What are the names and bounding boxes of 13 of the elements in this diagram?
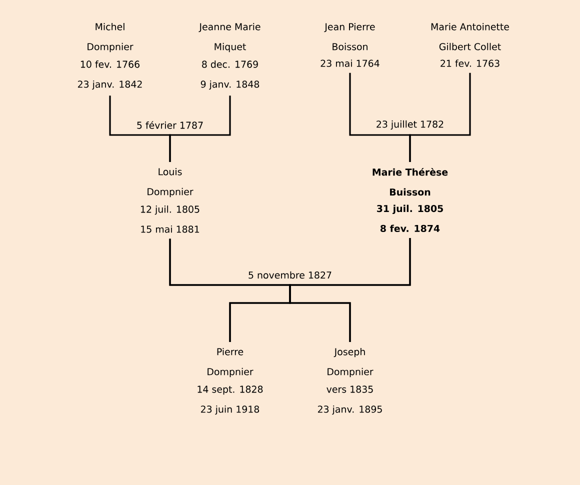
- person-entry: Marie Antoinette Gilbert Collet 21 fev. 1763: [431, 23, 509, 67]
- person-entry: Pierre Dompnier 14 sept. 1828 23 juin 1918: [198, 348, 263, 415]
- tree-connector: [169, 96, 231, 162]
- person-entry: Michel Dompnier 10 fev. 1766 23 janv. 1842: [78, 23, 142, 90]
- tree-connector: [409, 72, 471, 162]
- person-entry: Joseph Dompnier vers 1835 23 janv. 1895: [318, 348, 382, 415]
- edge-label: 23 juillet 1782: [374, 119, 446, 131]
- person-entry: Marie Thérèse Buisson 31 juil. 1805 8 fev. 1874: [372, 168, 448, 232]
- person-entry: Jean Pierre Boisson 23 mai 1764: [320, 23, 380, 67]
- person-entry: Louis Dompnier 12 juil. 1805 15 mai 1881: [141, 168, 200, 233]
- tree-connector: [289, 238, 411, 342]
- edge-label: 5 février 1787: [135, 120, 205, 130]
- person-entry: Jeanne Marie Miquet 8 dec. 1769 9 janv. 1848: [198, 23, 260, 90]
